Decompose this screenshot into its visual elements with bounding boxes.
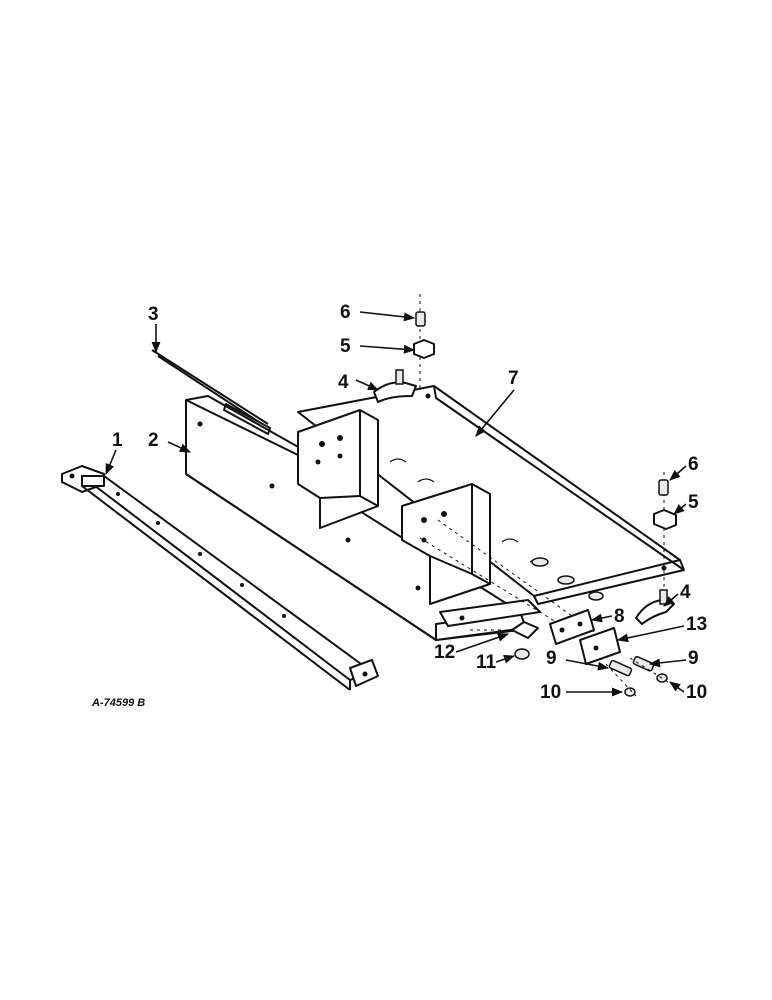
callout-3: 3 [148,304,159,325]
mount-stack-rear [373,294,435,403]
callout-5-rear: 5 [340,336,351,357]
callout-9-left: 9 [546,648,557,669]
callout-13: 13 [686,614,707,635]
callout-7: 7 [508,368,519,389]
lower-fastener-group [419,519,669,697]
part-12-clip [511,621,539,639]
callout-4-rear: 4 [338,372,349,393]
rear-upright-bracket [297,409,379,529]
part-4-clamp-rear [373,381,417,403]
callout-6-front: 6 [688,454,699,475]
drawing-code: A-74599 B [91,697,145,709]
part-5-clip-front [653,509,677,530]
part-10-nut-left [624,687,636,697]
part-9-bolt-left [608,659,633,677]
part-13-plate [579,627,621,665]
leader-lines [105,311,687,697]
part-11-nut [514,648,530,660]
callout-11: 11 [476,652,497,673]
part-5-clip-rear [413,339,435,359]
part-6-nut-front [658,479,669,496]
callout-9-right: 9 [688,648,699,669]
callout-1: 1 [112,430,123,451]
part-6-nut-rear [415,311,426,327]
part-7-floor-pan [297,385,685,605]
callout-5-front: 5 [688,492,699,513]
part-9-bolt-right [632,655,655,672]
callout-6-rear: 6 [340,302,351,323]
callout-2: 2 [148,430,159,451]
callout-10-left: 10 [540,682,561,703]
part-1-brace-bar [61,465,379,691]
front-upright-bracket [401,483,491,605]
callout-12: 12 [434,642,455,663]
part-8-plate [549,609,595,645]
callout-4-front: 4 [680,582,691,603]
callout-10-right: 10 [686,682,707,703]
callout-8: 8 [614,606,625,627]
part-4-clamp-front [635,599,675,625]
